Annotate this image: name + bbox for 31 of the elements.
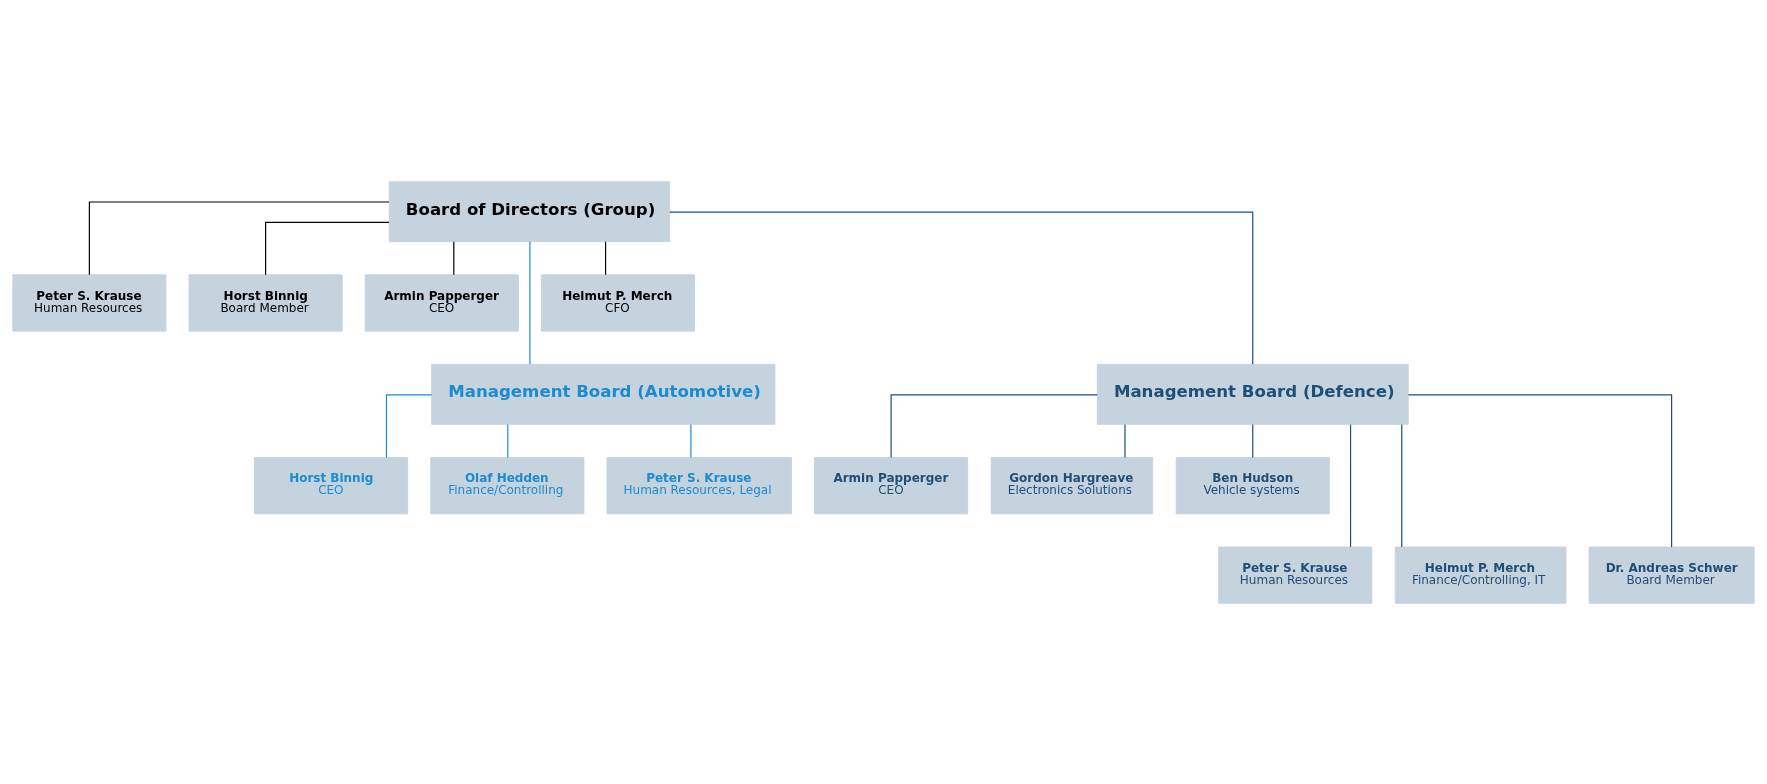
node-box: Olaf Hedden Finance/Controlling (430, 456, 585, 514)
connector (1407, 393, 1673, 548)
node-box: Horst Binnig Board Member (188, 273, 343, 332)
connector (385, 393, 433, 458)
connector (669, 211, 1254, 365)
connector (1252, 423, 1254, 458)
node-box: Armin Papperger CEO (364, 273, 519, 332)
node-box: Gordon Hargreave Electronics Solutions (990, 456, 1154, 514)
connector (1401, 423, 1403, 547)
connector (88, 200, 390, 275)
node-box: Peter S. Krause Human Resources, Legal (606, 456, 792, 514)
node-box: Armin Papperger CEO (814, 456, 969, 514)
connector (890, 393, 1098, 458)
connector (529, 240, 531, 365)
node-box: Ben Hudson Vehicle systems (1175, 456, 1330, 514)
node-box: Peter S. Krause Human Resources (12, 273, 167, 332)
connector (690, 423, 692, 458)
node-box: Helmut P. Merch CFO (541, 273, 696, 332)
connector (453, 240, 455, 275)
node-box: Horst Binnig CEO (254, 456, 409, 514)
node-box: Peter S. Krause Human Resources (1218, 546, 1373, 604)
node-box: Board of Directors (Group) (388, 180, 671, 242)
connector (507, 423, 509, 458)
node-box: Dr. Andreas Schwer Board Member (1588, 546, 1755, 604)
node-box: Management Board (Automotive) (431, 363, 776, 425)
node-box: Helmut P. Merch Finance/Controlling, IT (1394, 546, 1567, 604)
node-box: Management Board (Defence) (1096, 363, 1409, 425)
connector (265, 221, 390, 275)
connector (604, 240, 607, 275)
connector (1124, 423, 1126, 458)
connector (1349, 423, 1352, 547)
